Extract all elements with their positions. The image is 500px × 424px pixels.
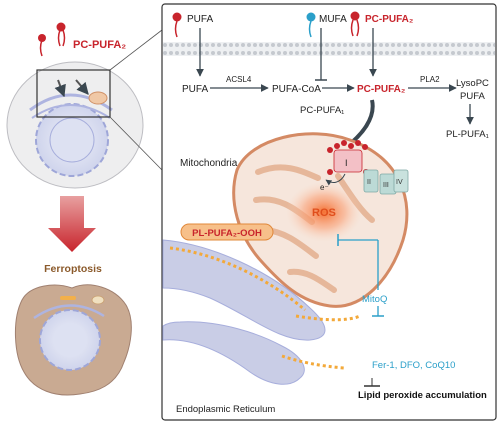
ros-label: ROS [312,207,336,219]
peroxide-badge [180,223,274,241]
complex-ii-label: II [367,179,371,186]
electron-label: e⁻ [320,183,329,192]
input-pc-pufa2-label: PC-PUFA₂ [365,14,413,25]
plasma-membrane [163,42,495,56]
er-label: Endoplasmic Reticulum [176,404,275,415]
mitochondrion [232,132,409,308]
accumulation-label: Lipid peroxide accumulation [358,390,487,401]
mitochondria-label: Mitochondria [180,158,238,169]
complex-i-label: I [345,158,348,168]
pathway-pufa-product: PUFA [460,91,485,102]
healthy-cell [6,61,144,189]
pathway-pc-pufa2: PC-PUFA₂ [357,84,405,95]
mufa-lipid-icon [306,12,316,38]
electron-arrow [325,173,346,186]
right-panel: PUFA MUFA PC-PUFA₂ PUFA ACSL4 PUFA-CoA P… [161,3,497,421]
pathway-pufa-coa: PUFA-CoA [272,84,321,95]
complex-iii-label: III [383,182,389,189]
left-panel: PC-PUFA₂ Ferroptosis [6,22,163,396]
input-mufa-label: MUFA [319,14,347,25]
zoom-box [36,69,111,118]
outcome-label: Ferroptosis [44,263,102,275]
complex-iv [393,169,409,193]
ferroptotic-cell [14,284,132,396]
pc-pufa2-lipid-icon [38,22,66,57]
compound-label: PC-PUFA₂ [73,39,126,51]
transition-arrow [48,196,96,252]
endoplasmic-reticulum [162,239,361,385]
mitochondrion-icon [88,91,108,105]
complex-ii [363,169,379,193]
pathway-pufa: PUFA [182,84,208,95]
input-pufa-label: PUFA [187,14,213,25]
enzyme-acsl4: ACSL4 [226,75,252,84]
pathway-pc-pufa1: PC-PUFA₁ [300,105,344,116]
complex-iv-label: IV [396,179,403,186]
ros-glow [286,182,362,242]
pathway-lysopc: LysoPC [456,78,489,89]
inhibitors-label: Fer-1, DFO, CoQ10 [372,360,455,371]
pathway-pl-pufa1: PL-PUFA₁ [446,129,489,140]
enzyme-pla2: PLA2 [420,75,440,84]
pufa-lipid-icon [172,12,182,38]
pc-pufa2-input-icon [350,11,360,37]
complex-i [327,140,369,175]
mitoq-label: MitoQ [362,294,387,305]
peroxide-badge-label: PL-PUFA₂-OOH [192,228,262,239]
